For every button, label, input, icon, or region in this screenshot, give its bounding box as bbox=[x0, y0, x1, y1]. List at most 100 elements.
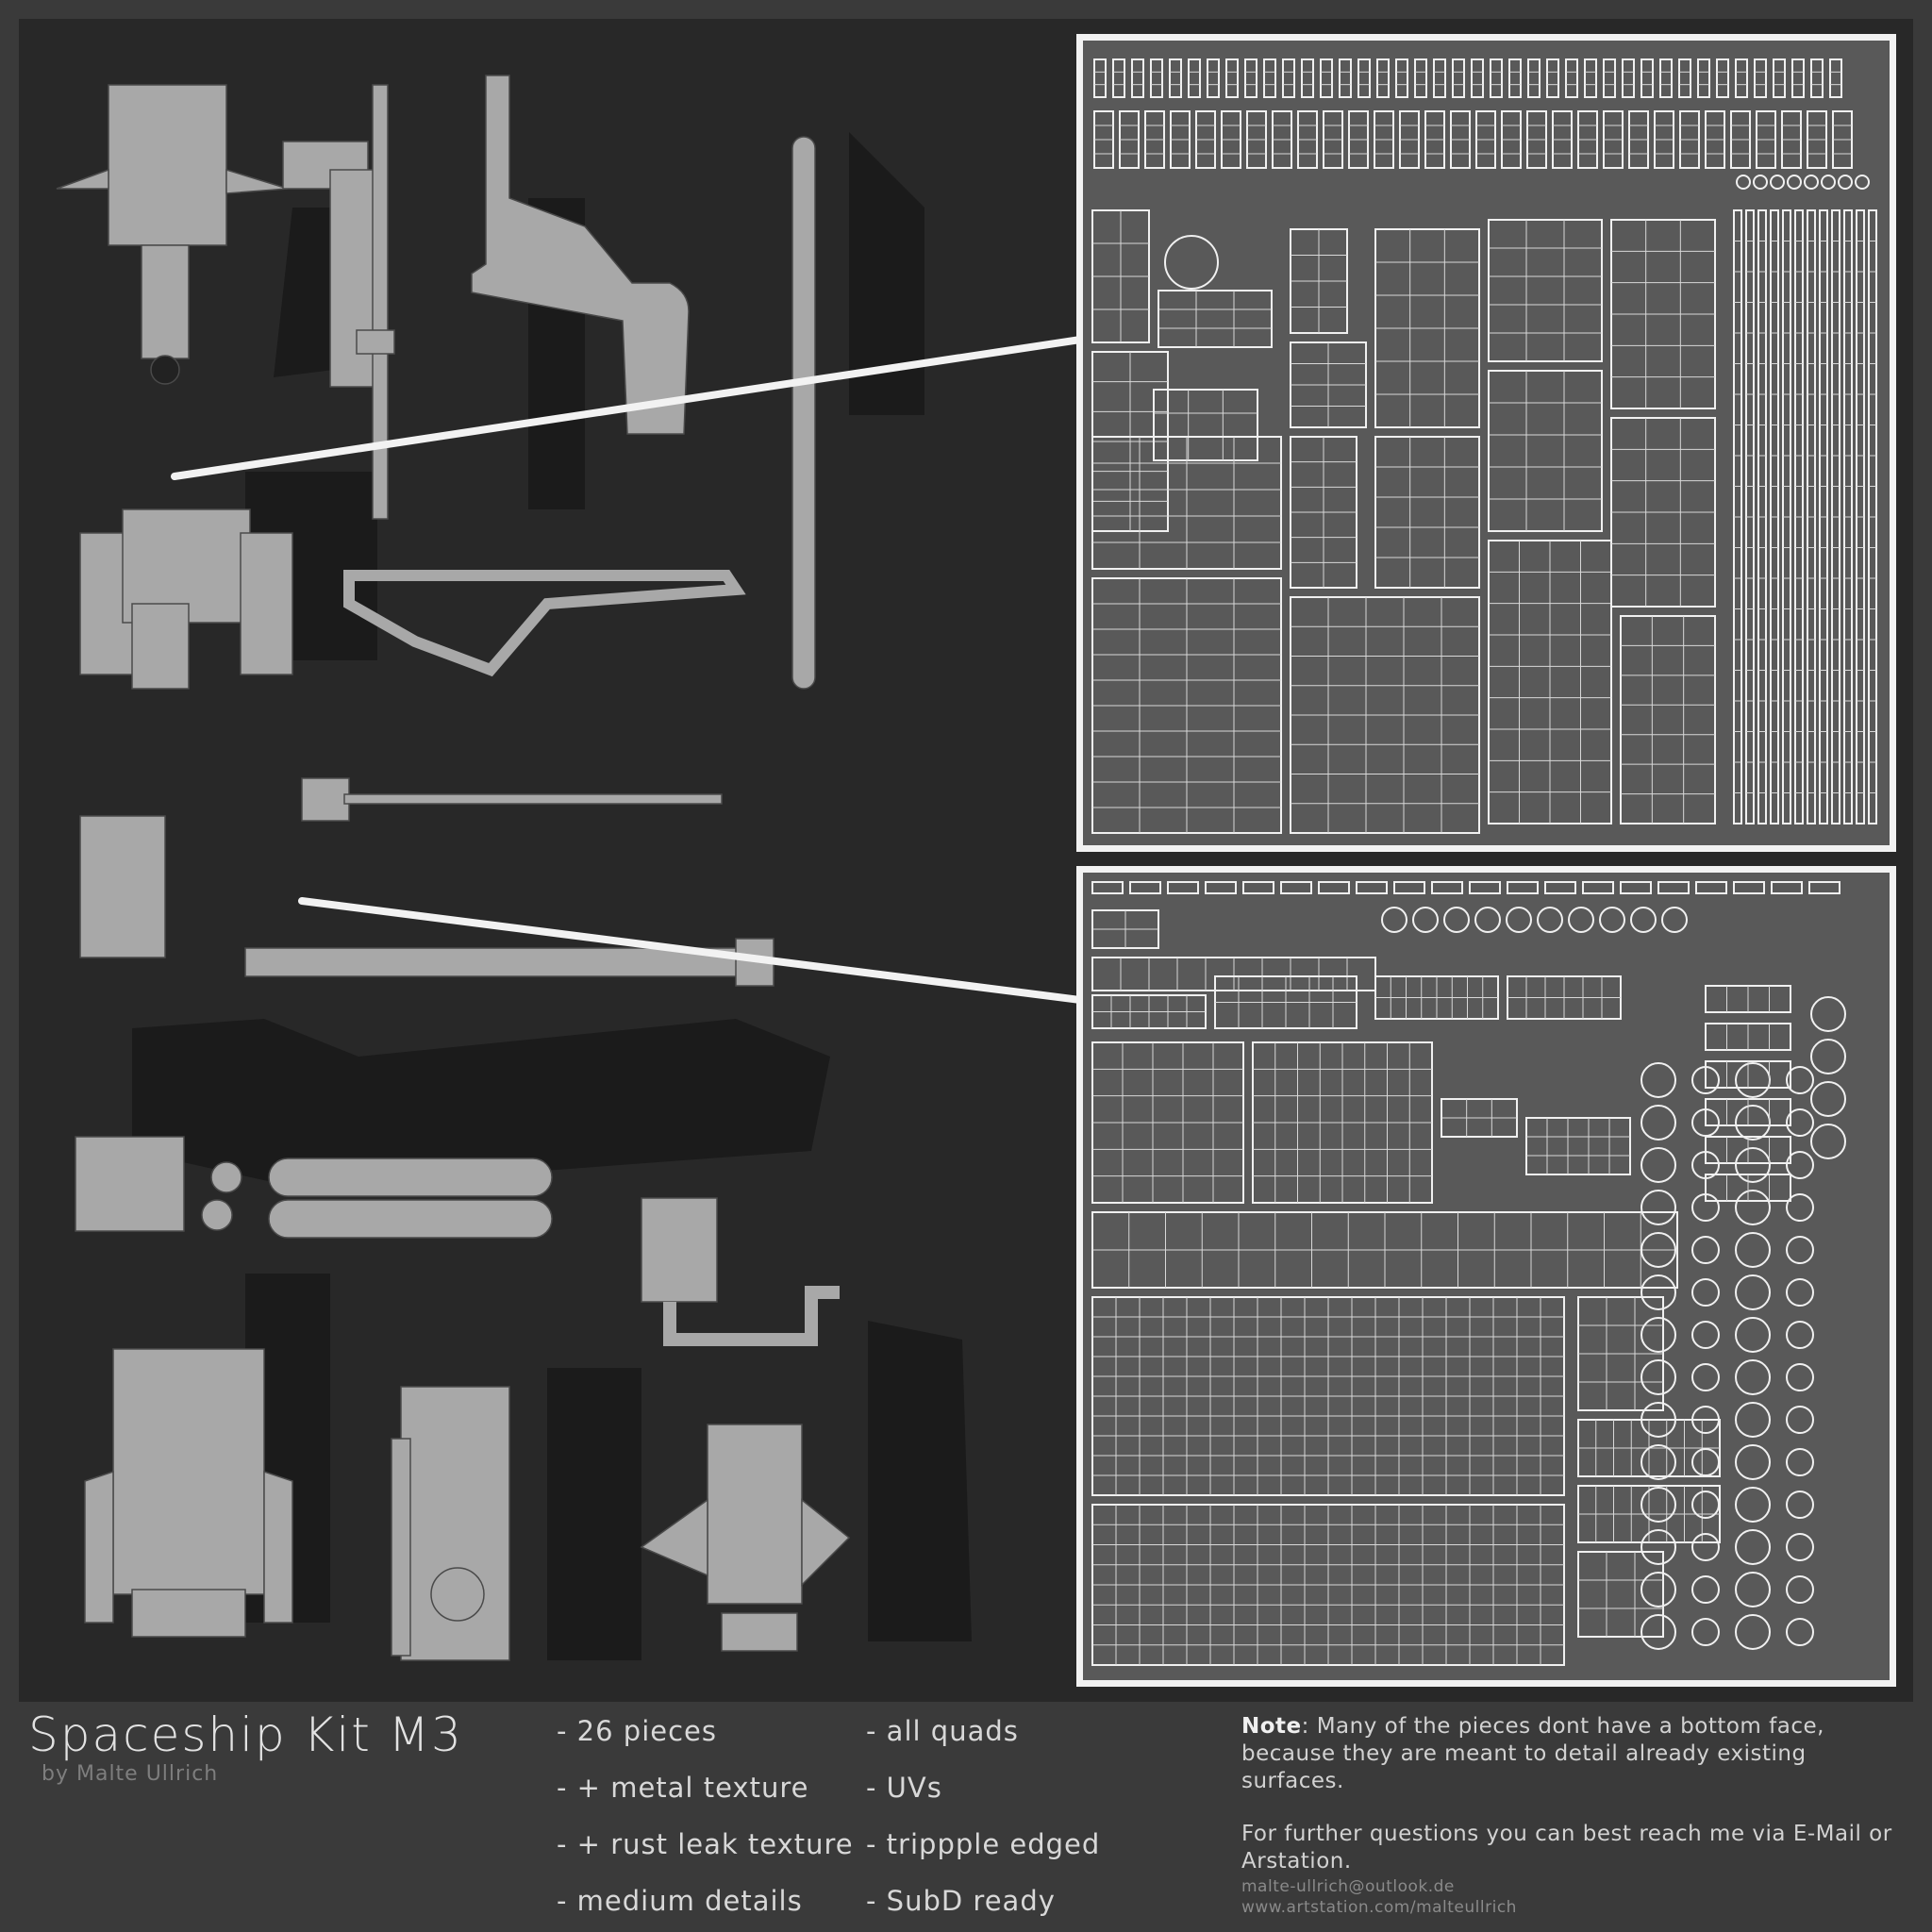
uv-island-circle bbox=[1786, 1193, 1814, 1222]
uv-island-circle bbox=[1735, 1359, 1771, 1395]
piece-hatch-port bbox=[150, 355, 180, 385]
feature-details: - medium details bbox=[557, 1885, 803, 1917]
uv-island-circle bbox=[1736, 175, 1751, 190]
uv-island-strip bbox=[1221, 110, 1241, 169]
uv-island-circle bbox=[1641, 1147, 1676, 1183]
uv-island-strip bbox=[1733, 209, 1742, 824]
piece-machine-pipe bbox=[391, 1438, 411, 1657]
piece-rail bbox=[791, 136, 816, 690]
website-link[interactable]: www.artstation.com/malteullrich bbox=[1241, 1898, 1517, 1917]
contact-text: For further questions you can best reach… bbox=[1241, 1822, 1892, 1874]
uv-island-strip bbox=[1807, 110, 1827, 169]
uv-island bbox=[1091, 351, 1169, 532]
uv-island-circle bbox=[1735, 1317, 1771, 1353]
piece-hatch-wing-right bbox=[225, 168, 289, 194]
piece-turret-base bbox=[721, 1612, 798, 1652]
uv-island-strip bbox=[1507, 881, 1539, 894]
uv-island-strip bbox=[1807, 209, 1816, 824]
uv-island bbox=[1153, 389, 1258, 461]
uv-island-circle bbox=[1641, 1274, 1676, 1310]
uv-island-circle bbox=[1641, 1105, 1676, 1141]
uv-island-strip bbox=[1376, 58, 1390, 98]
uv-island-circle bbox=[1641, 1529, 1676, 1565]
piece-tank-valve-b bbox=[201, 1199, 233, 1231]
uv-layout-top bbox=[1076, 34, 1896, 852]
uv-island-circle bbox=[1786, 1321, 1814, 1349]
piece-hatch-wing-left bbox=[56, 168, 109, 190]
uv-island-strip bbox=[1508, 58, 1522, 98]
uv-island-circle bbox=[1735, 1190, 1771, 1225]
kit-pieces-render bbox=[56, 75, 1084, 1661]
uv-island-circle bbox=[1786, 1448, 1814, 1476]
uv-island bbox=[1091, 1504, 1565, 1666]
uv-island-circle bbox=[1641, 1359, 1676, 1395]
uv-island-strip bbox=[1129, 881, 1161, 894]
feature-quads: - all quads bbox=[866, 1715, 1019, 1747]
uv-island bbox=[1705, 1023, 1791, 1051]
uv-island bbox=[1091, 1296, 1565, 1496]
piece-pipework-tube bbox=[663, 1286, 840, 1346]
uv-island-circle bbox=[1786, 1575, 1814, 1604]
piece-tank-upper bbox=[268, 1158, 553, 1197]
uv-island-circle bbox=[1691, 1406, 1720, 1434]
uv-island-strip bbox=[1144, 110, 1165, 169]
piece-turret-core bbox=[707, 1424, 803, 1605]
uv-island-circle bbox=[1381, 907, 1407, 933]
uv-island-circle bbox=[1735, 1274, 1771, 1310]
uv-island-strip bbox=[1679, 110, 1700, 169]
piece-turret-wing-right bbox=[801, 1498, 851, 1587]
feature-edged: - trippple edged bbox=[866, 1828, 1101, 1860]
feature-rust-texture: - + rust leak texture bbox=[557, 1828, 854, 1860]
piece-engine-base bbox=[131, 1589, 246, 1638]
uv-island-circle bbox=[1787, 175, 1802, 190]
uv-island-strip bbox=[1603, 110, 1624, 169]
uv-island-strip bbox=[1490, 58, 1503, 98]
uv-island-circle bbox=[1804, 175, 1819, 190]
uv-island-circle bbox=[1735, 1147, 1771, 1183]
uv-islands-top bbox=[1091, 58, 1877, 834]
uv-island-strip bbox=[1170, 110, 1191, 169]
uv-island-strip bbox=[1705, 110, 1725, 169]
feature-metal-texture: - + metal texture bbox=[557, 1772, 809, 1804]
uv-island-strip bbox=[1348, 110, 1369, 169]
email-link[interactable]: malte-ullrich@outlook.de bbox=[1241, 1877, 1455, 1896]
uv-island-circle bbox=[1641, 1572, 1676, 1607]
piece-console-right bbox=[240, 532, 293, 675]
uv-island-strip bbox=[1431, 881, 1463, 894]
uv-island-circle bbox=[1691, 1236, 1720, 1264]
uv-island bbox=[1488, 370, 1603, 532]
piece-engine-fin-left bbox=[84, 1470, 114, 1624]
uv-island-strip bbox=[1393, 881, 1425, 894]
piece-machine-wheel bbox=[430, 1567, 485, 1622]
uv-island-circle bbox=[1786, 1066, 1814, 1094]
uv-island-strip bbox=[1339, 58, 1352, 98]
uv-island bbox=[1577, 1551, 1664, 1638]
uv-island bbox=[1091, 436, 1282, 570]
uv-island-circle bbox=[1691, 1618, 1720, 1646]
callout-line-top bbox=[171, 336, 1084, 480]
uv-island bbox=[1374, 436, 1480, 589]
uv-island-strip bbox=[1843, 209, 1853, 824]
uv-island-strip bbox=[1654, 110, 1674, 169]
uv-island bbox=[1705, 1060, 1791, 1089]
uv-island bbox=[1610, 417, 1716, 608]
uv-island bbox=[1705, 1098, 1791, 1126]
uv-island-strip bbox=[1469, 881, 1501, 894]
uv-island bbox=[1091, 909, 1159, 949]
piece-pipework bbox=[641, 1197, 718, 1303]
uv-island-strip bbox=[1565, 58, 1578, 98]
piece-arm-clamp bbox=[301, 777, 350, 822]
piece-engine-fin-right bbox=[263, 1470, 293, 1624]
uv-island-circle bbox=[1691, 1448, 1720, 1476]
uv-island-circle bbox=[1786, 1363, 1814, 1391]
uv-island-circle bbox=[1537, 907, 1563, 933]
uv-island-circle bbox=[1735, 1105, 1771, 1141]
uv-island-strip bbox=[1794, 209, 1804, 824]
uv-island-circle bbox=[1810, 1124, 1846, 1159]
uv-island bbox=[1158, 290, 1273, 348]
uv-island-strip bbox=[1272, 110, 1292, 169]
uv-island-strip bbox=[1207, 58, 1220, 98]
uv-island bbox=[1577, 1485, 1721, 1543]
uv-island-strip bbox=[1716, 58, 1729, 98]
uv-island-circle bbox=[1753, 175, 1768, 190]
